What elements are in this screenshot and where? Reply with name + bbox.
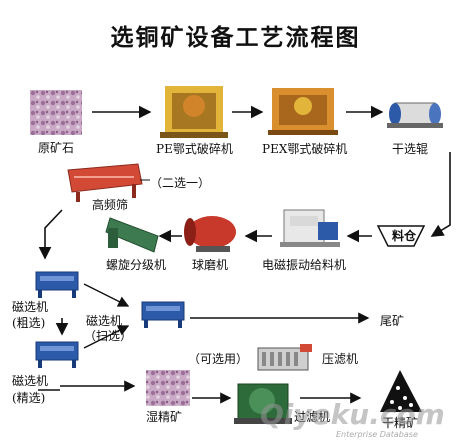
watermark-subtitle: Enterprise Database [336, 430, 418, 439]
arrow-screen-to-magsep [38, 209, 63, 260]
raw-ore-image [30, 90, 82, 135]
label-mag-sep-rough-sub: (粗选) [12, 316, 46, 330]
label-wet-concentrate: 湿精矿 [146, 410, 183, 424]
label-mag-sep-scavenge-sub: （扫选） [84, 329, 133, 343]
label-pex-crusher: PEX鄂式破碎机 [262, 142, 348, 156]
arrow-rough-to-scavenge [83, 283, 130, 307]
label-pe-crusher: PE鄂式破碎机 [156, 142, 233, 156]
watermark-logo: Qiyeku.com [260, 398, 445, 431]
label-silo: 料仓 [392, 229, 417, 243]
label-mag-sep-rough: 磁选机 [12, 300, 49, 314]
mag-sep-rough-image [35, 271, 79, 298]
filter-press-image [257, 344, 312, 371]
dry-separator-image [387, 102, 443, 128]
mag-sep-scavenge-image [141, 301, 185, 328]
arrow-fine-to-scavenge [83, 325, 130, 349]
label-raw-ore: 原矿石 [38, 141, 75, 155]
label-tailings: 尾矿 [380, 314, 405, 328]
label-filter-press: 压滤机 [322, 352, 359, 366]
label-concentrate-pile: 干精矿 [382, 416, 419, 430]
filter-image [234, 383, 292, 424]
label-spiral-classifier: 螺旋分级机 [106, 258, 167, 272]
label-filter: 过滤机 [294, 410, 331, 424]
spiral-classifier-image [105, 217, 159, 253]
label-mag-sep-scavenge: 磁选机 [86, 314, 123, 328]
label-optional: （可选用） [188, 352, 249, 366]
label-mag-sep-fine: 磁选机 [12, 374, 49, 388]
pex-crusher-image [268, 88, 338, 135]
label-dry-separator: 干选辊 [392, 142, 429, 156]
label-ball-mill: 球磨机 [192, 258, 229, 272]
arrow-dry-to-silo [430, 152, 451, 237]
label-mag-sep-fine-sub: (精选) [12, 391, 46, 405]
silo-shape [376, 225, 426, 247]
pe-crusher-image [160, 86, 228, 138]
label-vibrating-feeder: 电磁振动给料机 [262, 258, 347, 272]
label-high-frequency-screen: 高频筛 [92, 198, 129, 212]
ball-mill-image [184, 216, 236, 252]
label-second-selection: （二选一） [150, 176, 211, 190]
concentrate-pile-image [380, 370, 422, 412]
wet-concentrate-image [146, 370, 190, 406]
high-frequency-screen-image [67, 163, 143, 202]
diagram-title: 选铜矿设备工艺流程图 [110, 25, 361, 51]
mag-sep-fine-image [35, 341, 79, 368]
vibrating-feeder-image [280, 209, 340, 247]
